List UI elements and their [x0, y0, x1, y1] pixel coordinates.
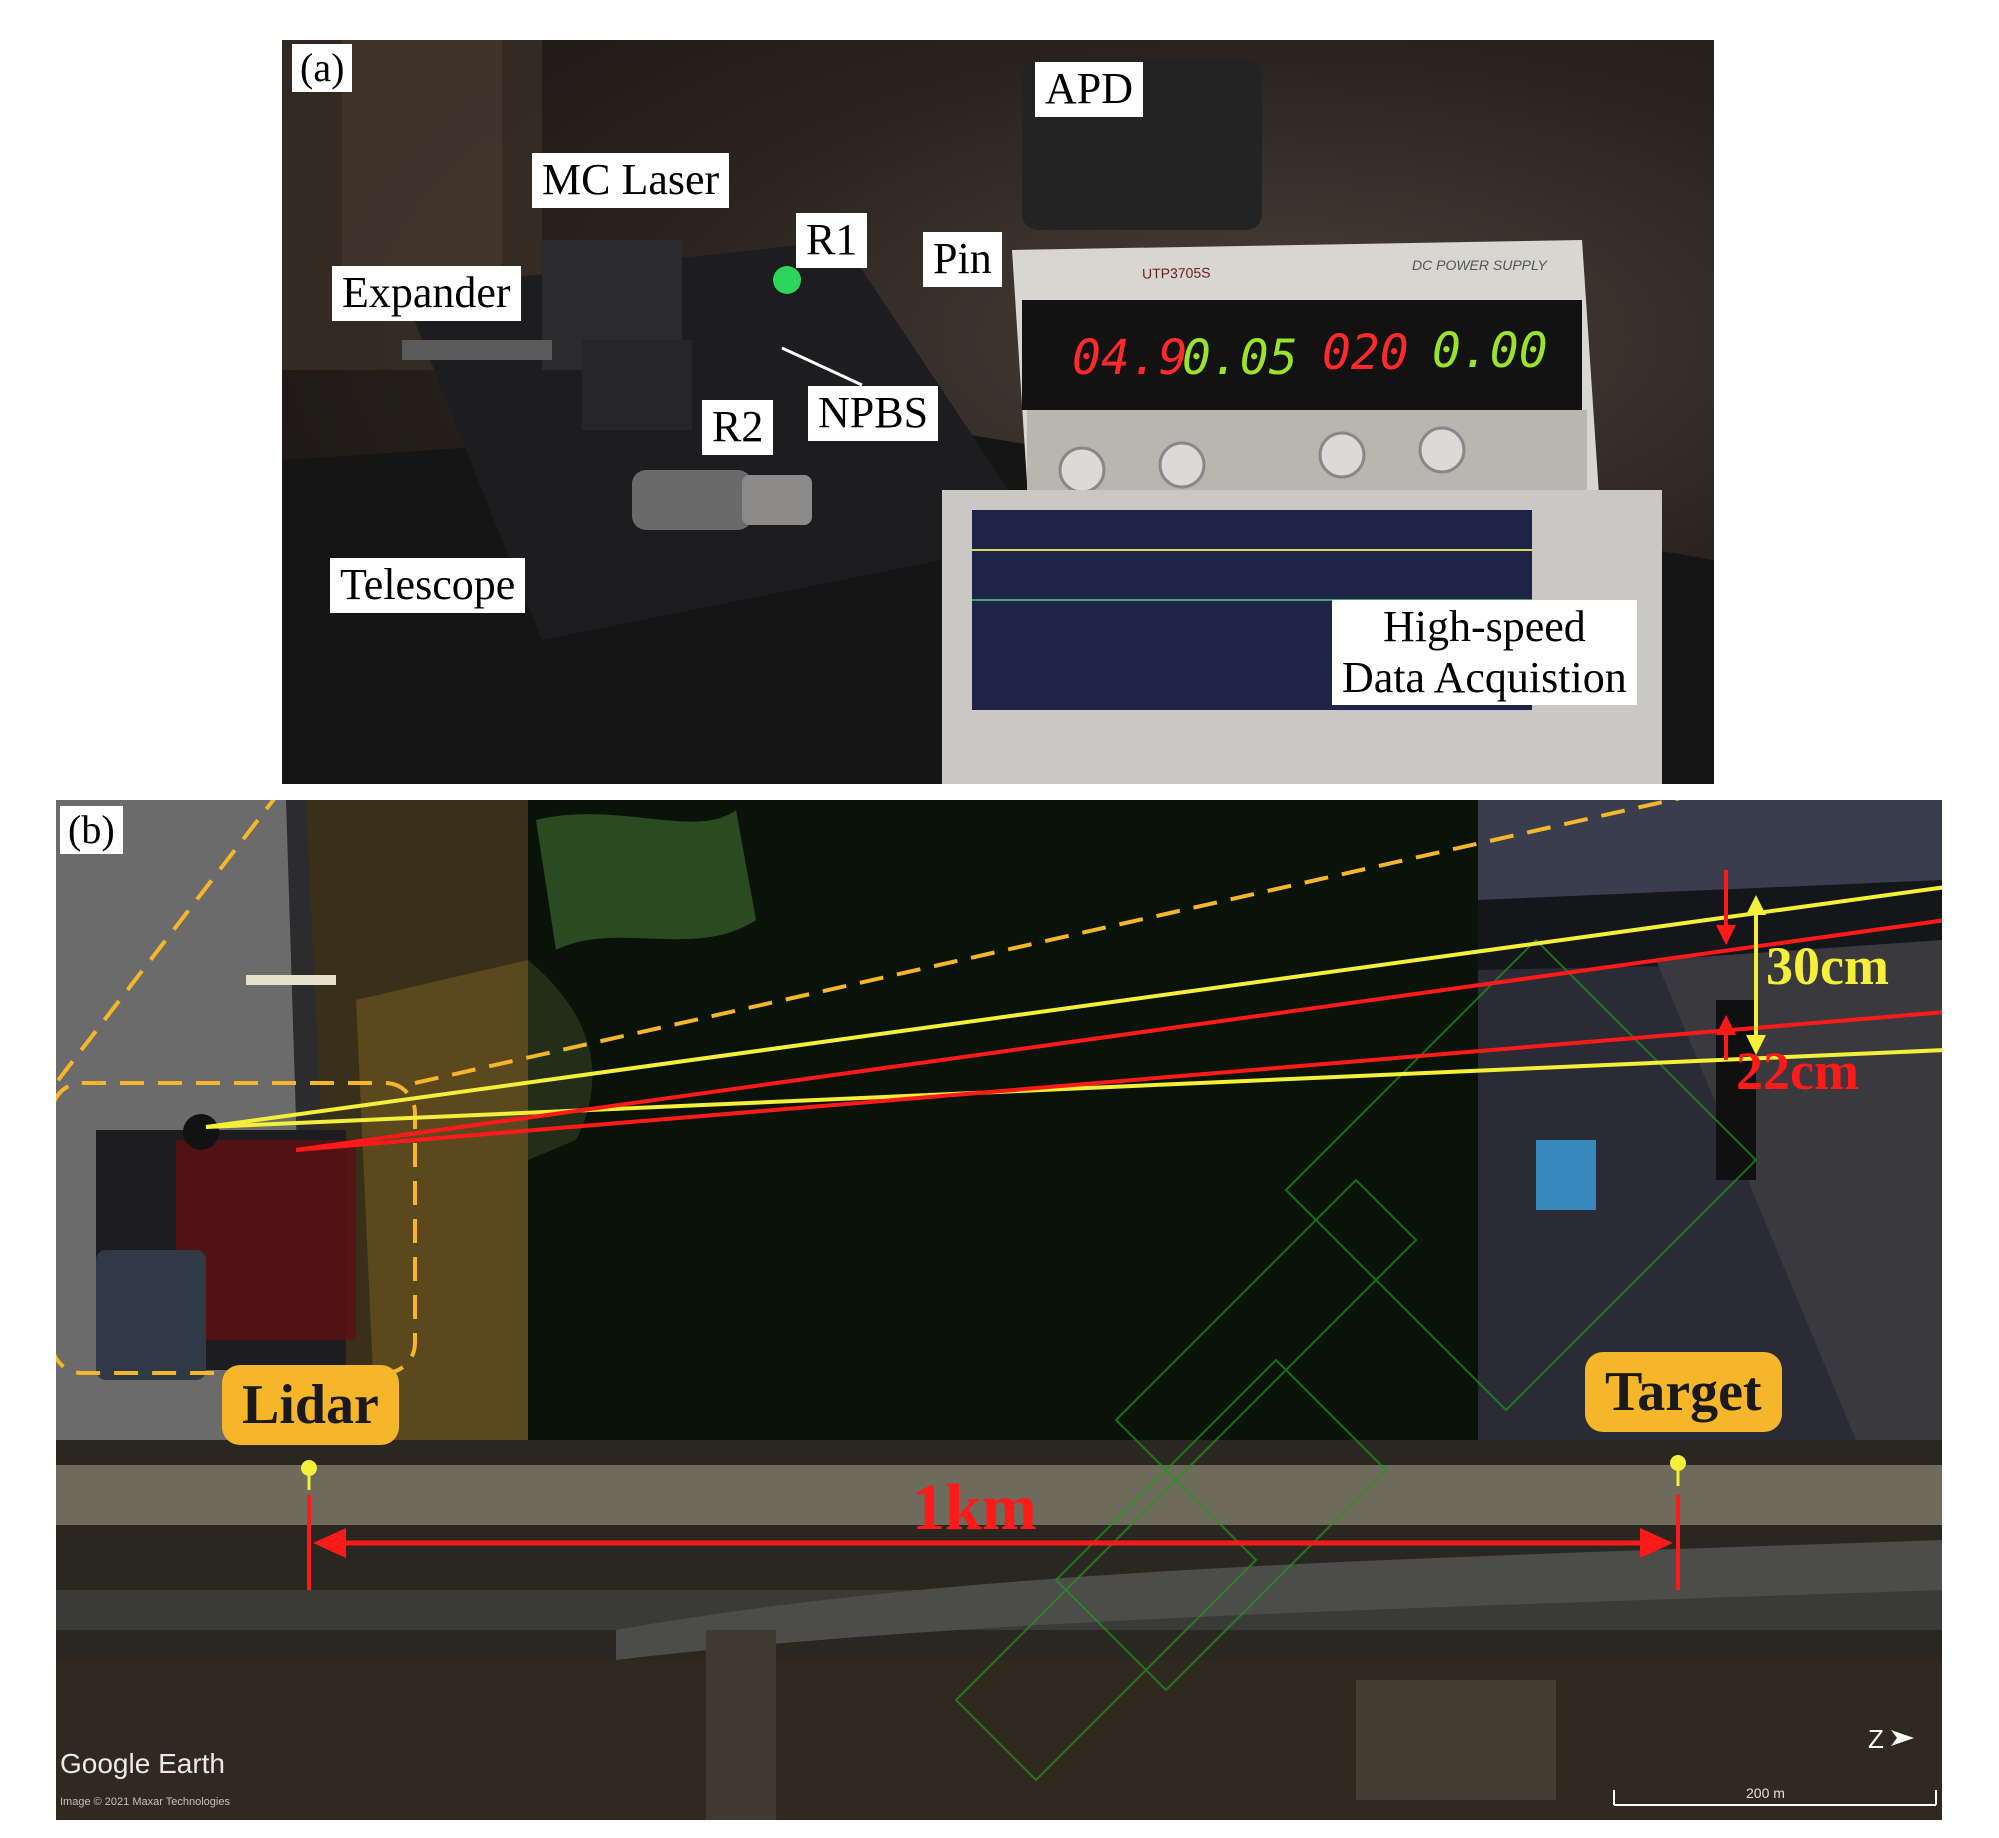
google-earth-watermark: Google Earth: [60, 1748, 225, 1779]
label-r2: R2: [702, 400, 774, 455]
panel-a-photo: (a) UTP3705S DC POWER SUPPLY 04.9 0.05 0…: [282, 40, 1714, 784]
red-beam-lines: [295, 918, 1942, 1152]
panel-a-letter: (a): [292, 44, 353, 92]
label-apd: APD: [1035, 62, 1144, 117]
scale-label: 200 m: [1746, 1785, 1785, 1801]
scale-bar: [1613, 1790, 1937, 1806]
distance-arrow: [307, 1495, 1680, 1590]
distance-label: 1km: [912, 1471, 1037, 1544]
spot-size-yellow-label: 30cm: [1766, 936, 1889, 996]
lidar-tag: Lidar: [222, 1365, 399, 1445]
lidar-pin-icon: [301, 1460, 317, 1490]
yellow-beam-lines: [205, 885, 1942, 1129]
label-expander: Expander: [332, 266, 521, 321]
power-supply-model: UTP3705S: [1141, 264, 1211, 282]
svg-text:Z: Z: [1868, 1724, 1884, 1754]
lab-scene: [282, 40, 1714, 784]
ch1-voltage-readout: 04.9: [1072, 330, 1188, 386]
ch1-current-readout: 0.05: [1182, 330, 1298, 386]
power-supply-title: DC POWER SUPPLY: [1412, 257, 1547, 273]
label-r1: R1: [796, 213, 868, 268]
label-daq-line2: Data Acquistion: [1342, 652, 1627, 702]
label-telescope: Telescope: [330, 558, 526, 613]
target-pin-icon: [1670, 1455, 1686, 1486]
ch2-current-readout: 0.00: [1432, 323, 1548, 379]
field-scene: Z: [56, 800, 1942, 1820]
compass-icon: Z: [1868, 1724, 1914, 1754]
label-daq-line1: High-speed: [1382, 602, 1586, 651]
panel-b-field: Z (b) Lidar Target 1km 30cm 22cm Google …: [56, 800, 1942, 1820]
spot-size-red-label: 22cm: [1736, 1041, 1859, 1101]
label-high-speed-daq: High-speed Data Acquistion: [1332, 600, 1637, 706]
label-mc-laser: MC Laser: [532, 153, 730, 208]
panel-b-letter: (b): [60, 806, 123, 854]
label-pin: Pin: [923, 232, 1002, 287]
ch2-voltage-readout: 020: [1322, 325, 1409, 381]
label-npbs: NPBS: [808, 386, 939, 441]
target-tag: Target: [1585, 1352, 1782, 1432]
imagery-credit: Image © 2021 Maxar Technologies: [60, 1796, 230, 1808]
